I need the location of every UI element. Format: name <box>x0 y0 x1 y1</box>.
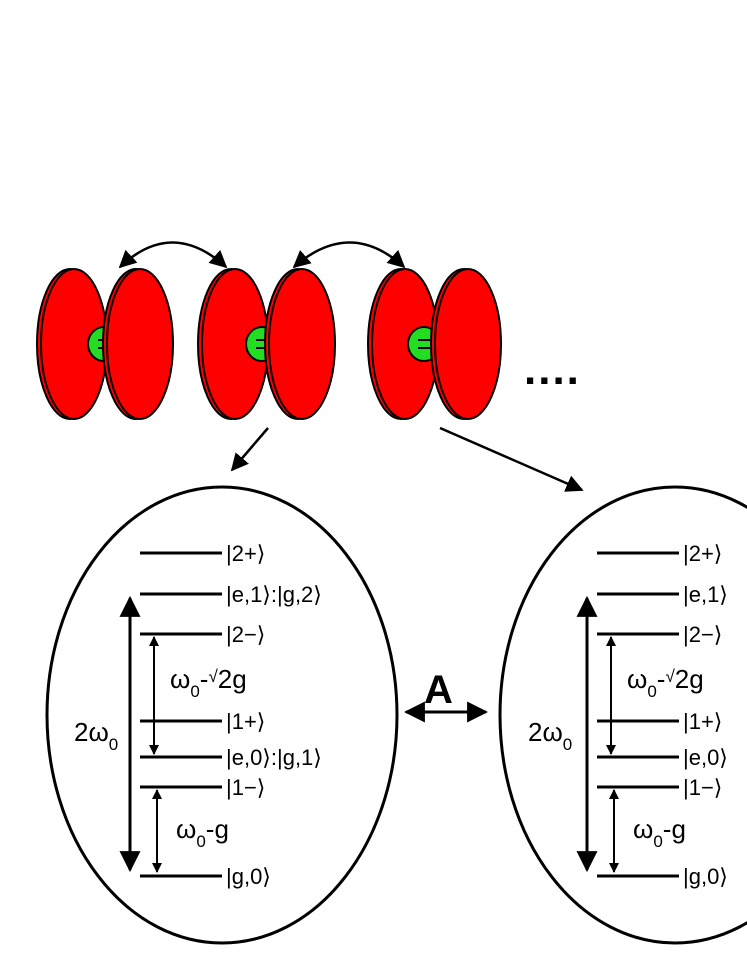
level-label-e0-g1: |e,0⟩:|g,1⟩ <box>226 745 322 770</box>
level-label-g0: |g,0⟩ <box>226 864 271 889</box>
level-label-2minus: |2−⟩ <box>683 622 722 647</box>
level-label-1plus: |1+⟩ <box>683 709 722 734</box>
level-label-2plus: |2+⟩ <box>683 541 722 566</box>
cavity-1 <box>36 268 174 420</box>
level-label-e1: |e,1⟩ <box>683 582 728 607</box>
level-label-2plus: |2+⟩ <box>226 541 265 566</box>
label-2omega0: 2ω0 <box>74 717 118 754</box>
cavity-2 <box>197 268 336 420</box>
level-label-2minus: |2−⟩ <box>226 622 265 647</box>
hopping-arrow-2 <box>292 241 406 269</box>
ladder-right-boundary <box>498 485 747 945</box>
label-omega0-sqrt2g: ω0-√2g <box>170 664 247 701</box>
level-label-1plus: |1+⟩ <box>226 709 265 734</box>
label-omega0-minus-g: ω0-g <box>633 814 686 851</box>
energy-ladder-right: |2+⟩ |e,1⟩ |2−⟩ |1+⟩ |e,0⟩ |1−⟩ |g,0⟩ 2ω… <box>498 485 747 945</box>
label-2omega0: 2ω0 <box>528 717 572 754</box>
zoom-arrow-left <box>230 427 269 472</box>
continuation-dots: .... <box>524 345 581 394</box>
cavity-3 <box>367 268 502 420</box>
ladder-left-boundary <box>45 485 399 945</box>
coupling-label: A <box>424 668 453 712</box>
level-label-e1-g2: |e,1⟩:|g,2⟩ <box>226 582 322 607</box>
energy-ladder-left: |2+⟩ |e,1⟩:|g,2⟩ |2−⟩ |1+⟩ |e,0⟩:|g,1⟩ |… <box>45 485 399 945</box>
label-omega0-minus-g: ω0-g <box>176 814 229 851</box>
level-label-g0: |g,0⟩ <box>683 864 728 889</box>
level-label-1minus: |1−⟩ <box>683 775 722 800</box>
zoom-arrow-right <box>439 426 584 492</box>
label-omega0-sqrt2g: ω0-√2g <box>627 664 704 701</box>
hopping-arrow-1 <box>118 241 228 269</box>
level-label-e0: |e,0⟩ <box>683 745 728 770</box>
level-label-1minus: |1−⟩ <box>226 775 265 800</box>
